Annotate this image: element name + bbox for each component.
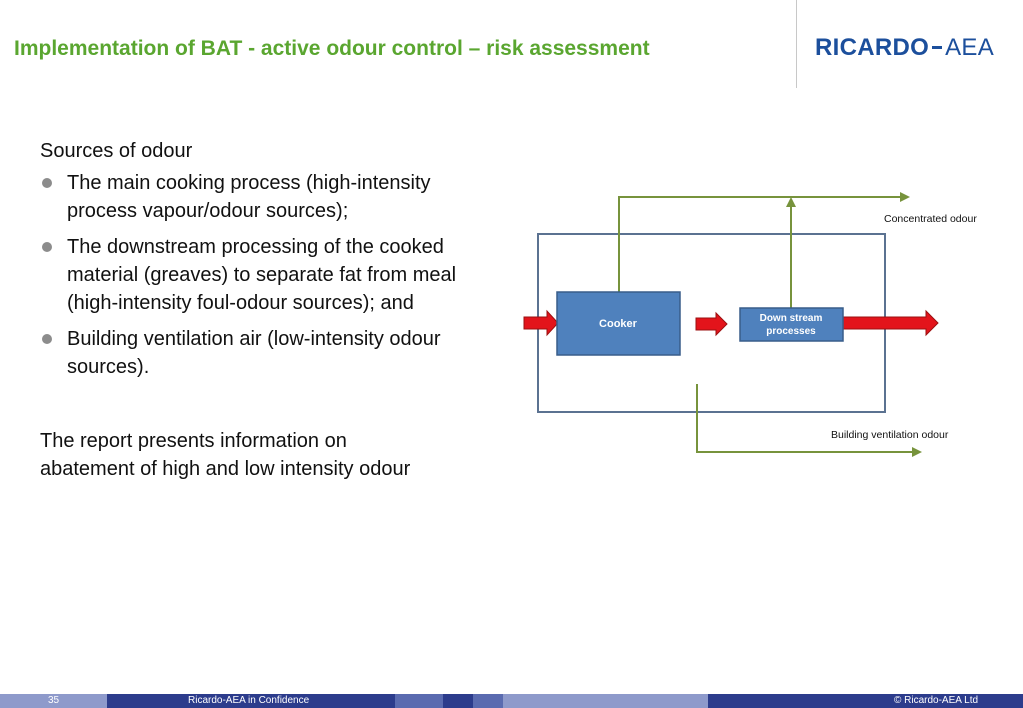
downstream-label-line2: processes [766, 326, 816, 337]
cooker-label: Cooker [599, 318, 638, 330]
footer-segment [708, 694, 1023, 708]
input-red-arrow [523, 309, 559, 337]
bullet-dot-icon [42, 334, 52, 344]
bullet-text: The downstream processing of the cooked … [67, 236, 457, 314]
header-divider [796, 0, 797, 88]
bullet-item: Building ventilation air (low-intensity … [40, 325, 480, 381]
footer-segment [0, 694, 107, 708]
footer-segment [395, 694, 443, 708]
ricardo-aea-logo: RICARDO AEA [815, 33, 994, 63]
footer-segment [473, 694, 503, 708]
logo-dash [932, 45, 943, 49]
concentrated-odour-arrow [618, 192, 910, 292]
logo-text-ricardo: RICARDO [815, 34, 930, 61]
concentrated-odour-label: Concentrated odour [884, 213, 977, 225]
copyright-label: © Ricardo-AEA Ltd [894, 695, 979, 706]
footer-bar: 35 Ricardo-AEA in Confidence © Ricardo-A… [0, 694, 1023, 708]
footer-segment [503, 694, 708, 708]
footer-segment [443, 694, 473, 708]
downstream-label-line1: Down stream [760, 313, 823, 324]
section-heading: Sources of odour [40, 140, 193, 162]
page-number: 35 [48, 695, 60, 706]
content-text: Sources of odour The main cooking proces… [40, 137, 480, 483]
cooker-box [556, 291, 681, 356]
logo-text-aea: AEA [945, 34, 995, 61]
downstream-box [739, 307, 844, 342]
bullet-dot-icon [42, 242, 52, 252]
transfer-red-arrow [695, 311, 728, 337]
bullet-list: The main cooking process (high-intensity… [40, 169, 480, 381]
footer-segment [107, 694, 395, 708]
bullet-text: Building ventilation air (low-intensity … [67, 328, 441, 378]
page-title: Implementation of BAT - active odour con… [14, 37, 650, 60]
bullet-item: The main cooking process (high-intensity… [40, 169, 480, 225]
ventilation-odour-label: Building ventilation odour [831, 429, 949, 441]
confidentiality-label: Ricardo-AEA in Confidence [188, 695, 310, 706]
output-red-arrow [842, 309, 939, 337]
ventilation-odour-arrow [696, 384, 922, 457]
bullet-dot-icon [42, 178, 52, 188]
summary-paragraph: The report presents information on abate… [40, 430, 411, 480]
bullet-item: The downstream processing of the cooked … [40, 233, 480, 317]
bullet-text: The main cooking process (high-intensity… [67, 172, 431, 222]
